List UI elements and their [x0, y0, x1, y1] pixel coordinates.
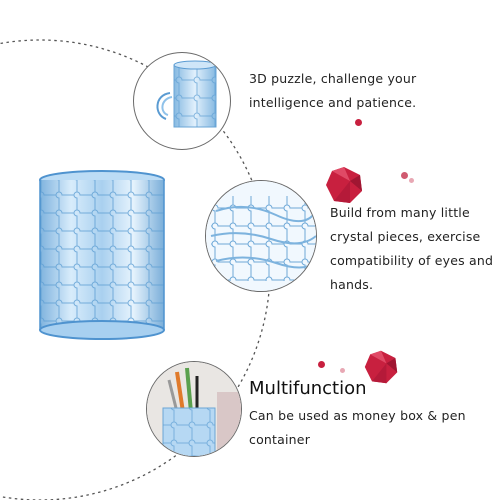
dot-icon: [318, 361, 325, 368]
feature-title-multifunction: Multifunction: [249, 378, 367, 399]
dot-icon: [409, 178, 414, 183]
feature-circle-pen-container: [146, 361, 242, 457]
feature-circle-pieces: [205, 180, 317, 292]
crystal-cylinder-product-image: [32, 168, 172, 347]
crystal-gem-icon: [326, 167, 362, 203]
crystal-gem-icon-small: [364, 350, 398, 384]
feature-text-puzzle: 3D puzzle, challenge your intelligence a…: [249, 71, 417, 110]
dot-icon: [340, 368, 345, 373]
dot-icon: [355, 119, 362, 126]
feature-circle-puzzle: [133, 52, 231, 150]
feature-text-pieces: Build from many little crystal pieces, e…: [330, 205, 494, 292]
dot-icon: [401, 172, 408, 179]
feature-text-multifunction: Can be used as money box & pen container: [249, 408, 466, 447]
